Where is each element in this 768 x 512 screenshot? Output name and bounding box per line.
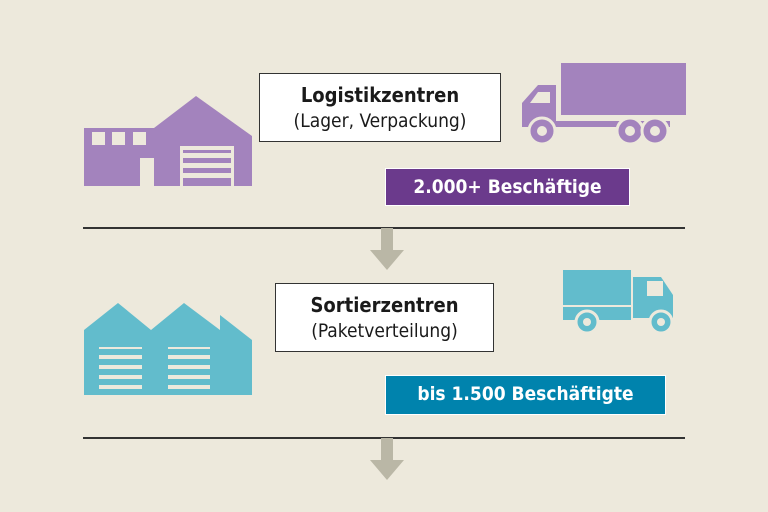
arrow-down-icon bbox=[370, 228, 404, 270]
sorting-center-icon bbox=[84, 303, 252, 395]
employee-count-badge: 2.000+ Beschäftige bbox=[385, 168, 630, 206]
sorting-center-label: Sortierzentren (Paketverteilung) bbox=[275, 283, 494, 352]
section-title: Sortierzentren bbox=[310, 293, 459, 317]
large-truck-icon bbox=[522, 63, 686, 146]
section-subtitle: (Paketverteilung) bbox=[311, 320, 458, 342]
logistics-center-label: Logistikzentren (Lager, Verpackung) bbox=[259, 73, 501, 142]
small-truck-icon bbox=[563, 270, 674, 335]
section-subtitle: (Lager, Verpackung) bbox=[293, 110, 467, 132]
arrow-down-icon bbox=[370, 438, 404, 480]
warehouse-icon bbox=[84, 96, 252, 186]
employee-count-badge: bis 1.500 Beschäftigte bbox=[385, 375, 666, 415]
section-title: Logistikzentren bbox=[300, 83, 460, 107]
